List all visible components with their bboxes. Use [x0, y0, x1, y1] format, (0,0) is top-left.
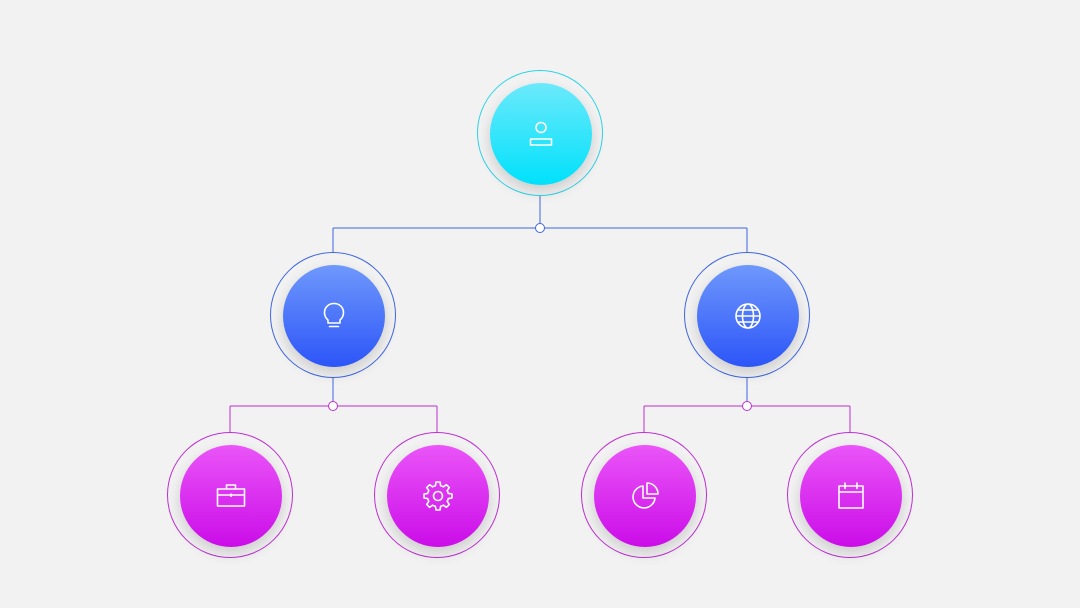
gear-icon	[423, 481, 453, 511]
user-icon	[529, 121, 553, 146]
briefcase-icon	[216, 484, 246, 507]
node-business-disc	[180, 445, 282, 547]
calendar-icon	[838, 482, 864, 509]
junction-dot-root	[535, 223, 545, 233]
node-global-disc	[697, 265, 799, 367]
node-idea	[270, 252, 396, 378]
globe-icon	[735, 303, 761, 329]
junction-dot-global	[742, 401, 752, 411]
node-root-disc	[490, 83, 592, 185]
node-settings-disc	[387, 445, 489, 547]
node-schedule-disc	[800, 445, 902, 547]
node-schedule	[787, 432, 913, 558]
node-global	[684, 252, 810, 378]
node-settings	[374, 432, 500, 558]
lightbulb-icon	[323, 302, 345, 328]
node-business	[167, 432, 293, 558]
node-analytics-disc	[594, 445, 696, 547]
node-root	[477, 70, 603, 196]
node-idea-disc	[283, 265, 385, 367]
pie-chart-icon	[632, 482, 659, 509]
node-analytics	[581, 432, 707, 558]
junction-dot-idea	[328, 401, 338, 411]
